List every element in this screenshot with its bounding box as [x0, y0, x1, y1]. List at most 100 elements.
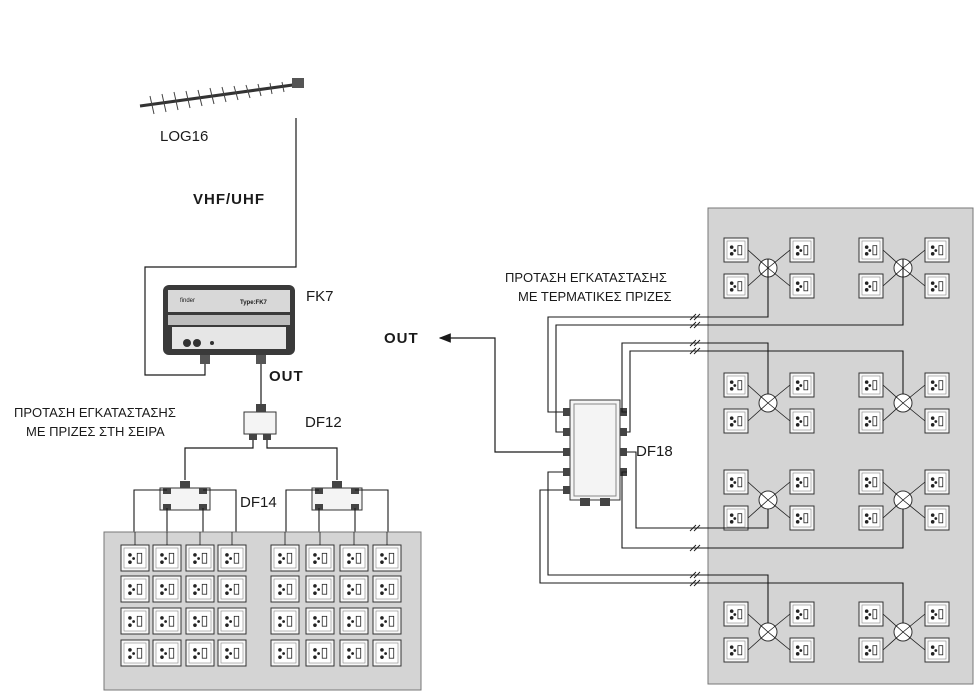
break-mark [693, 571, 701, 579]
terminal-socket [723, 601, 749, 627]
series-socket [185, 639, 215, 667]
break-mark [689, 347, 697, 355]
amplifier-brand: finder [180, 298, 195, 304]
series-socket [152, 607, 182, 635]
series-socket [120, 575, 150, 603]
terminal-link [882, 267, 904, 287]
terminal-link [882, 384, 904, 404]
terminal-link [747, 267, 769, 287]
terminal-socket [858, 601, 884, 627]
df18-splitter [563, 399, 627, 506]
series-socket [270, 544, 300, 572]
series-socket [305, 639, 335, 667]
terminal-feed [700, 259, 904, 326]
terminal-link [882, 499, 904, 519]
series-socket [372, 639, 402, 667]
terminal-socket [789, 469, 815, 495]
terminal-socket [858, 505, 884, 531]
terminal-link [902, 384, 926, 404]
series-socket [372, 607, 402, 635]
terminal-socket [924, 273, 950, 299]
terminal-socket [924, 637, 950, 663]
break-mark [693, 347, 701, 355]
break-mark [693, 339, 701, 347]
df12-splitter [243, 404, 277, 440]
terminal-feed [700, 509, 769, 529]
antenna-cable [144, 118, 297, 376]
terminal-title-line1: ΠΡΟΤΑΣΗ ΕΓΚΑΤΑΣΤΑΣΗΣ [505, 270, 667, 285]
terminal-socket [723, 505, 749, 531]
series-sockets [120, 532, 402, 667]
terminal-link [767, 267, 791, 287]
series-socket [305, 607, 335, 635]
cable-break-marks [689, 313, 701, 587]
series-socket [185, 607, 215, 635]
df12-cable-right [266, 440, 338, 480]
terminal-link [767, 631, 791, 651]
terminal-socket [924, 601, 950, 627]
fk7-label: FK7 [306, 288, 334, 305]
break-mark [693, 321, 701, 329]
terminal-link [767, 384, 791, 404]
df14-label: DF14 [240, 494, 277, 511]
df18-output-cables [539, 316, 700, 584]
series-socket [339, 544, 369, 572]
df14-splitter-left [159, 481, 211, 511]
terminal-socket [924, 505, 950, 531]
terminal-socket [789, 408, 815, 434]
terminal-socket [858, 372, 884, 398]
series-socket [339, 575, 369, 603]
series-socket [152, 639, 182, 667]
terminal-link [767, 613, 791, 633]
out-right-label: OUT [384, 330, 419, 347]
series-socket [120, 639, 150, 667]
series-socket [217, 575, 247, 603]
terminal-feed [700, 509, 904, 549]
series-title-line2: ΜΕ ΠΡΙΖΕΣ ΣΤΗ ΣΕΙΡΑ [26, 424, 165, 439]
band-label: VHF/UHF [193, 191, 265, 208]
terminal-link [767, 249, 791, 269]
break-mark [689, 579, 697, 587]
terminal-link [902, 631, 926, 651]
terminal-link [882, 249, 904, 269]
series-socket [372, 575, 402, 603]
terminal-feed [700, 350, 904, 394]
terminal-link [747, 499, 769, 519]
terminal-link [767, 499, 791, 519]
terminal-socket [789, 505, 815, 531]
terminal-socket [924, 469, 950, 495]
series-socket [152, 575, 182, 603]
terminal-link [747, 402, 769, 422]
terminal-socket [723, 372, 749, 398]
terminal-socket [723, 408, 749, 434]
series-socket [270, 639, 300, 667]
break-mark [689, 321, 697, 329]
break-mark [689, 544, 697, 552]
terminal-socket [723, 237, 749, 263]
antenna-label: LOG16 [160, 128, 208, 145]
series-socket [185, 544, 215, 572]
terminal-socket [858, 273, 884, 299]
series-socket [152, 544, 182, 572]
terminal-feed [700, 574, 769, 623]
terminal-link [882, 631, 904, 651]
terminal-link [902, 481, 926, 501]
amplifier-model: Type:FK7 [240, 300, 268, 306]
terminal-socket [789, 637, 815, 663]
series-socket [270, 607, 300, 635]
df18-out-cable [438, 333, 563, 453]
df12-cable-left [184, 440, 254, 480]
terminal-sockets [723, 237, 950, 663]
terminal-feed [700, 342, 769, 394]
amp-out-label: OUT [269, 368, 304, 385]
terminal-socket [789, 237, 815, 263]
terminal-socket [858, 237, 884, 263]
fk7-amplifier [163, 285, 295, 364]
terminal-socket [858, 637, 884, 663]
df18-label: DF18 [636, 443, 673, 460]
terminal-socket [789, 601, 815, 627]
terminal-link [747, 481, 769, 501]
series-socket [120, 544, 150, 572]
series-socket [305, 575, 335, 603]
